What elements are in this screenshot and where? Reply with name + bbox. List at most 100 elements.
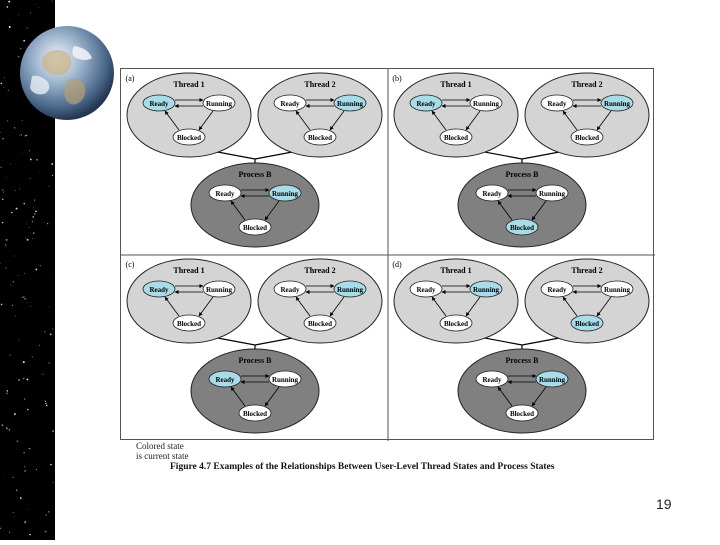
panel-a-process-state-blocked-label: Blocked	[243, 224, 267, 232]
panel-c-thread2-ellipse	[257, 258, 383, 344]
star	[14, 516, 15, 517]
star	[16, 440, 18, 442]
panel-d-process-transition-arrow	[531, 386, 547, 407]
panel-d-process-state-running	[535, 370, 569, 388]
legend-line-1: Colored state	[136, 441, 184, 451]
star	[2, 198, 4, 200]
panel-d-thread2-state-ready-label: Ready	[547, 286, 567, 294]
star	[35, 210, 37, 213]
star	[12, 476, 14, 479]
star	[45, 514, 47, 516]
panel-a-process-transition-arrow	[264, 200, 280, 221]
star	[6, 120, 9, 122]
star	[33, 213, 36, 215]
panel-d-thread1-state-running-label: Running	[473, 286, 500, 294]
panel-d-thread1-state-blocked	[439, 314, 473, 332]
panel-b-thread2-transition-arrow	[562, 110, 578, 131]
star	[0, 132, 2, 133]
legend-line-2: is current state	[136, 451, 189, 461]
panel-d-thread2-transition-arrow	[596, 296, 612, 317]
star	[11, 304, 14, 307]
panel-a-thread1-state-blocked	[172, 128, 206, 146]
page-number: 19	[656, 496, 672, 512]
panel-d-thread1-transition-arrow	[465, 296, 481, 317]
panel-d-process-state-running-label: Running	[539, 376, 566, 384]
star	[44, 400, 47, 402]
star	[6, 6, 9, 8]
panel-b-process-state-blocked	[505, 218, 539, 236]
panel-b-process-transition-arrow	[531, 200, 547, 221]
star	[44, 331, 46, 333]
panel-d-thread1-title: Thread 1	[440, 266, 471, 275]
stars	[0, 0, 55, 540]
star	[33, 207, 34, 208]
star	[9, 163, 11, 165]
figure-caption: Figure 4.7 Examples of the Relationships…	[170, 462, 555, 472]
panel-a-thread1-transition-arrow	[164, 110, 180, 131]
panel-c-thread2-state-running-label: Running	[337, 286, 364, 294]
panel-c-process-state-ready	[208, 370, 242, 388]
panel-d-process-ellipse	[457, 348, 587, 434]
panel-d-thread1-state-ready-label: Ready	[416, 286, 436, 294]
star	[19, 134, 21, 136]
star	[11, 211, 13, 214]
star	[26, 27, 28, 29]
earth-globe-icon	[20, 26, 114, 120]
star	[4, 244, 7, 246]
panel-d-process-title: Process B	[506, 356, 540, 365]
panel-d-thread1-state-running	[469, 280, 503, 298]
star	[15, 207, 18, 210]
panel-c-process-state-blocked-label: Blocked	[243, 410, 267, 418]
star	[14, 413, 16, 415]
panel-c-thread1-title: Thread 1	[173, 266, 204, 275]
panel-c-thread1-state-blocked	[172, 314, 206, 332]
star	[26, 378, 29, 381]
star	[0, 303, 3, 306]
panel-c-process-transition-arrow	[264, 386, 280, 407]
panel-c-thread1-state-ready-label: Ready	[149, 286, 169, 294]
panel-a-thread2-state-ready	[273, 94, 307, 112]
star	[18, 188, 20, 190]
star	[29, 12, 32, 14]
star	[48, 306, 50, 308]
star	[28, 508, 30, 510]
panel-b-process-state-ready	[475, 184, 509, 202]
panel-a-thread1-title: Thread 1	[173, 80, 204, 89]
star	[0, 527, 1, 530]
panel-b-thread1-transition-arrow	[431, 110, 447, 131]
star	[39, 172, 41, 174]
star	[42, 373, 44, 375]
panel-a-process-state-ready	[208, 184, 242, 202]
panel-c-thread2-title: Thread 2	[304, 266, 335, 275]
star	[7, 89, 9, 91]
panel-d-process-state-ready-label: Ready	[482, 376, 502, 384]
star	[5, 267, 7, 269]
panel-b-thread1-title: Thread 1	[440, 80, 471, 89]
panel-c-process-ellipse	[190, 348, 320, 434]
star	[0, 82, 3, 85]
star	[26, 302, 28, 304]
panel-c-thread2-transition-arrow	[329, 296, 345, 317]
panel-d-thread2-state-blocked	[570, 314, 604, 332]
star	[5, 427, 8, 430]
panel-a-thread2-transition-arrow	[295, 110, 311, 131]
panel-a-thread2-state-blocked-label: Blocked	[308, 134, 332, 142]
star	[21, 119, 23, 122]
star	[51, 0, 53, 2]
panel-b-thread2-state-blocked	[570, 128, 604, 146]
star	[28, 150, 31, 152]
panel-d-thread2-state-ready	[540, 280, 574, 298]
star	[24, 470, 26, 472]
panel-b-process-state-running-label: Running	[539, 190, 566, 198]
star	[3, 191, 4, 193]
star	[8, 26, 11, 28]
star	[28, 227, 30, 228]
panel-b-thread1-state-blocked-label: Blocked	[444, 134, 468, 142]
star	[45, 402, 47, 405]
star	[22, 361, 25, 364]
star	[10, 284, 12, 286]
panel-a-process-state-blocked	[238, 218, 272, 236]
star	[39, 265, 41, 267]
